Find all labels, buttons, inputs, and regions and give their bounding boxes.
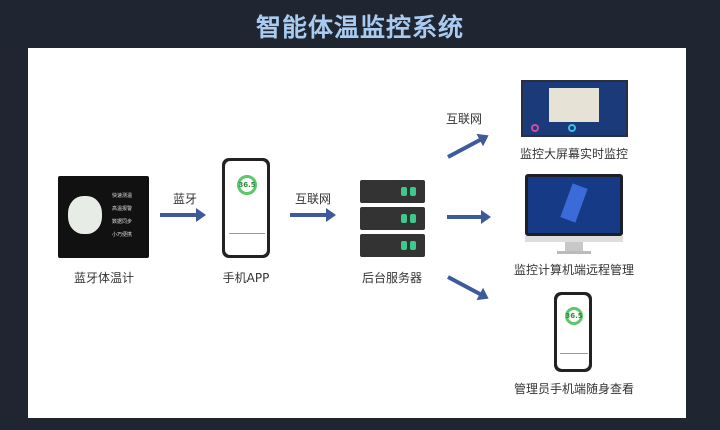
arrow-right-icon: [160, 208, 206, 222]
temp-reading: 36.5: [565, 307, 583, 325]
page-title: 智能体温监控系统: [255, 13, 464, 42]
thermometer-label: 蓝牙体温计: [73, 271, 134, 285]
server-icon: [360, 180, 425, 257]
server-label: 后台服务器: [361, 271, 422, 285]
admin-phone-label: 管理员手机端随身查看: [513, 382, 634, 396]
phone-label: 手机APP: [222, 271, 270, 285]
thermometer-image: 快速测温 高温报警 数据同步 小巧便携: [58, 176, 149, 258]
thermometer-device: [68, 196, 102, 234]
temp-reading: 36.5: [237, 175, 257, 195]
internet-label-1: 互联网: [294, 192, 331, 206]
computer-label: 监控计算机端远程管理: [513, 263, 634, 277]
big-screen-image: [521, 80, 628, 137]
bluetooth-label: 蓝牙: [172, 192, 197, 206]
admin-phone-image: 36.5: [554, 292, 592, 372]
arrow-right-icon: [447, 210, 491, 224]
feature-text: 高温报警: [112, 206, 133, 212]
feature-text: 数据同步: [112, 219, 133, 225]
feature-text: 小巧便携: [112, 232, 133, 238]
phone-app-image: 36.5: [222, 158, 270, 258]
internet-label-2: 互联网: [445, 112, 482, 126]
big-screen-label: 监控大屏幕实时监控: [519, 147, 628, 161]
feature-text: 快速测温: [112, 193, 133, 199]
arrow-right-icon: [290, 208, 336, 222]
computer-monitor-image: [525, 174, 623, 256]
